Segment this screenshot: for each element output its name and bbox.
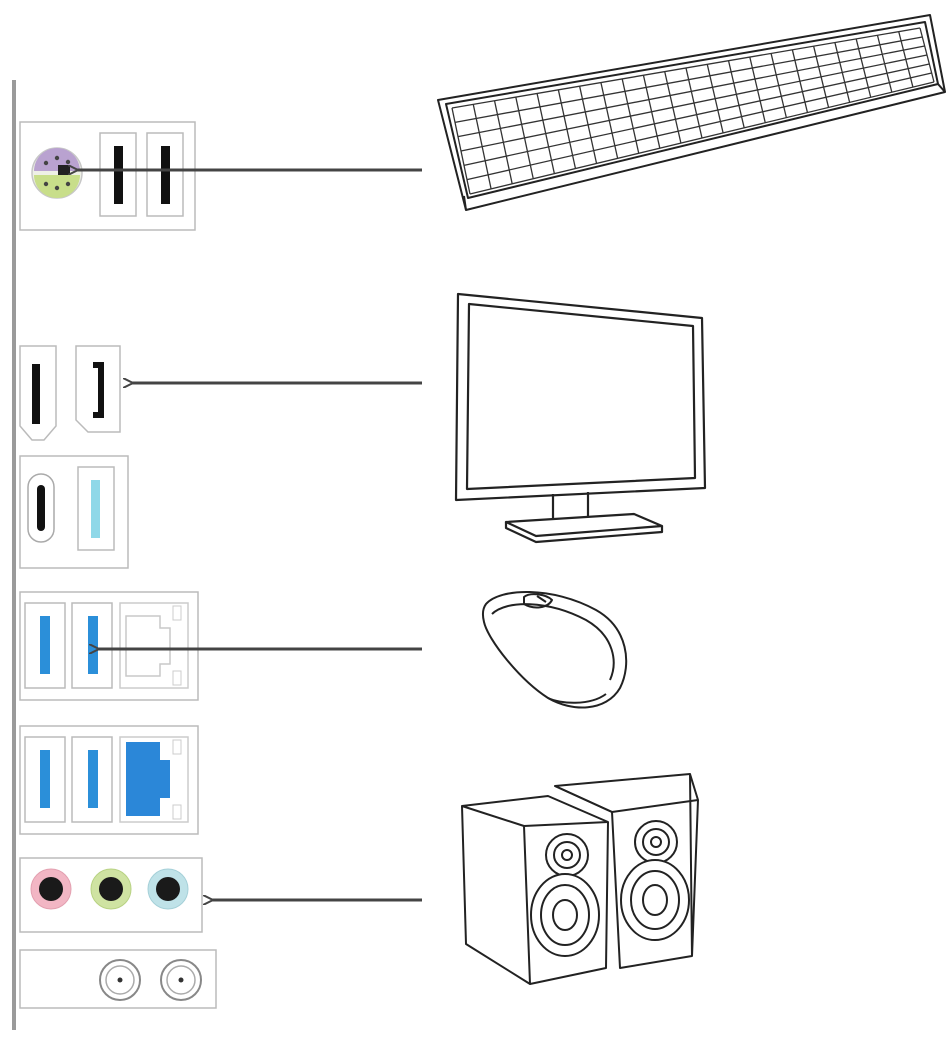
- io-group-usbc: [19, 455, 129, 569]
- io-group-usb3-lan-1: [19, 591, 199, 701]
- lan-port[interactable]: [119, 736, 189, 823]
- io-group-audio: [19, 857, 203, 933]
- usb-3-port[interactable]: [24, 602, 66, 689]
- keyboard-icon: [437, 14, 946, 211]
- usb-type-c-port[interactable]: [27, 473, 55, 543]
- io-group-video: [19, 345, 121, 441]
- wifi-antenna-connector[interactable]: [160, 959, 202, 1001]
- usb-3-2-port[interactable]: [77, 466, 115, 551]
- speakers-icon: [461, 773, 699, 985]
- io-group-usb3-lan-2: [19, 725, 199, 835]
- mouse-icon: [481, 591, 628, 709]
- usb-3-port[interactable]: [24, 736, 66, 823]
- lan-port[interactable]: [119, 602, 189, 689]
- io-group-ps2-usb2: [19, 121, 196, 231]
- usb-2-port[interactable]: [146, 132, 184, 217]
- wifi-antenna-connector[interactable]: [99, 959, 141, 1001]
- ps2-port[interactable]: [31, 147, 83, 199]
- hdmi-port[interactable]: [19, 345, 57, 441]
- audio-mic-jack[interactable]: [147, 868, 189, 910]
- displayport[interactable]: [75, 345, 121, 433]
- io-group-antenna: [19, 949, 217, 1009]
- usb-3-port[interactable]: [71, 602, 113, 689]
- monitor-icon: [454, 292, 707, 544]
- usb-2-port[interactable]: [99, 132, 137, 217]
- audio-line-out-jack[interactable]: [90, 868, 132, 910]
- usb-3-port[interactable]: [71, 736, 113, 823]
- audio-line-in-jack[interactable]: [30, 868, 72, 910]
